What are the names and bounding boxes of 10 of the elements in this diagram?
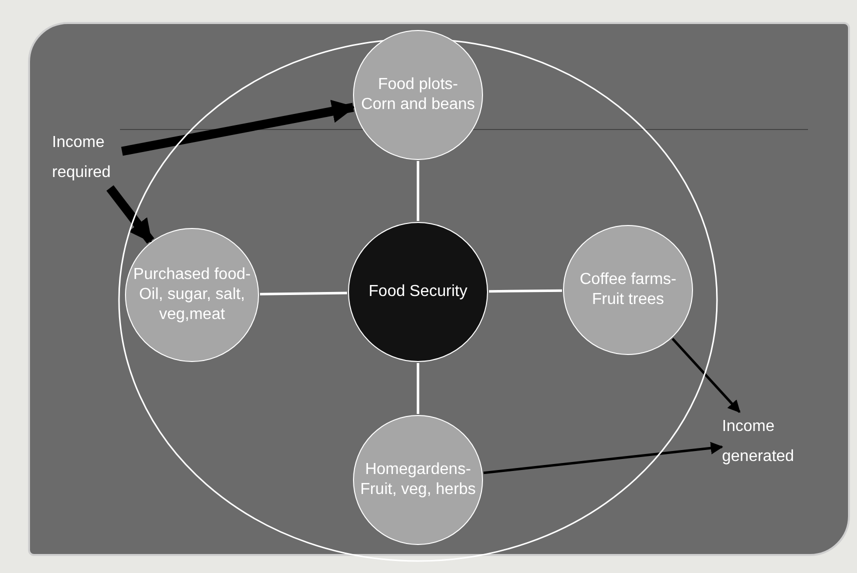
connector-line xyxy=(260,292,348,296)
connector-line xyxy=(488,289,562,293)
income-label: Income required xyxy=(52,128,122,188)
income-label: Income generated xyxy=(722,412,812,472)
arrow xyxy=(672,338,740,413)
connector-line xyxy=(416,161,420,221)
arrow xyxy=(106,185,154,244)
arrow xyxy=(121,100,356,156)
connector-line xyxy=(416,363,420,414)
arrow xyxy=(483,442,724,474)
